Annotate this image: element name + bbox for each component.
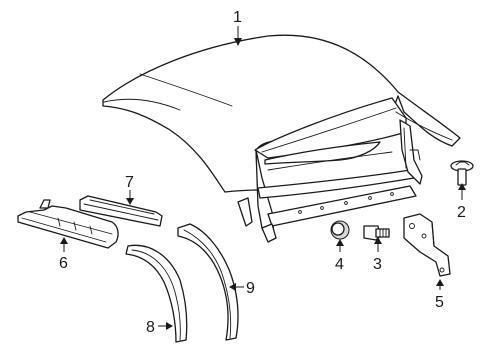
callout-3: 3 (373, 256, 382, 273)
part-7-trim-rail[interactable] (79, 195, 163, 227)
part-9-curved-molding[interactable] (177, 223, 239, 341)
part-4-grommet[interactable] (330, 220, 350, 240)
callout-numbers: 1 2 3 4 5 6 7 8 9 (59, 9, 466, 336)
callout-9: 9 (246, 280, 255, 297)
callout-7: 7 (125, 174, 134, 191)
callout-5: 5 (435, 294, 444, 311)
callout-1: 1 (233, 9, 242, 26)
part-6-trim-rail[interactable] (17, 199, 119, 249)
callout-4: 4 (335, 256, 344, 273)
callout-8: 8 (146, 319, 155, 336)
part-8-curved-molding[interactable] (125, 244, 188, 343)
part-1-lower-frame (237, 119, 423, 243)
part-5-bracket[interactable] (403, 213, 451, 277)
leader-lines (60, 26, 466, 330)
callout-6: 6 (59, 255, 68, 272)
part-2-push-pin[interactable] (450, 160, 474, 186)
callout-2: 2 (457, 204, 466, 221)
part-3-bolt[interactable] (363, 225, 390, 241)
part-1-hardtop[interactable] (102, 34, 461, 193)
